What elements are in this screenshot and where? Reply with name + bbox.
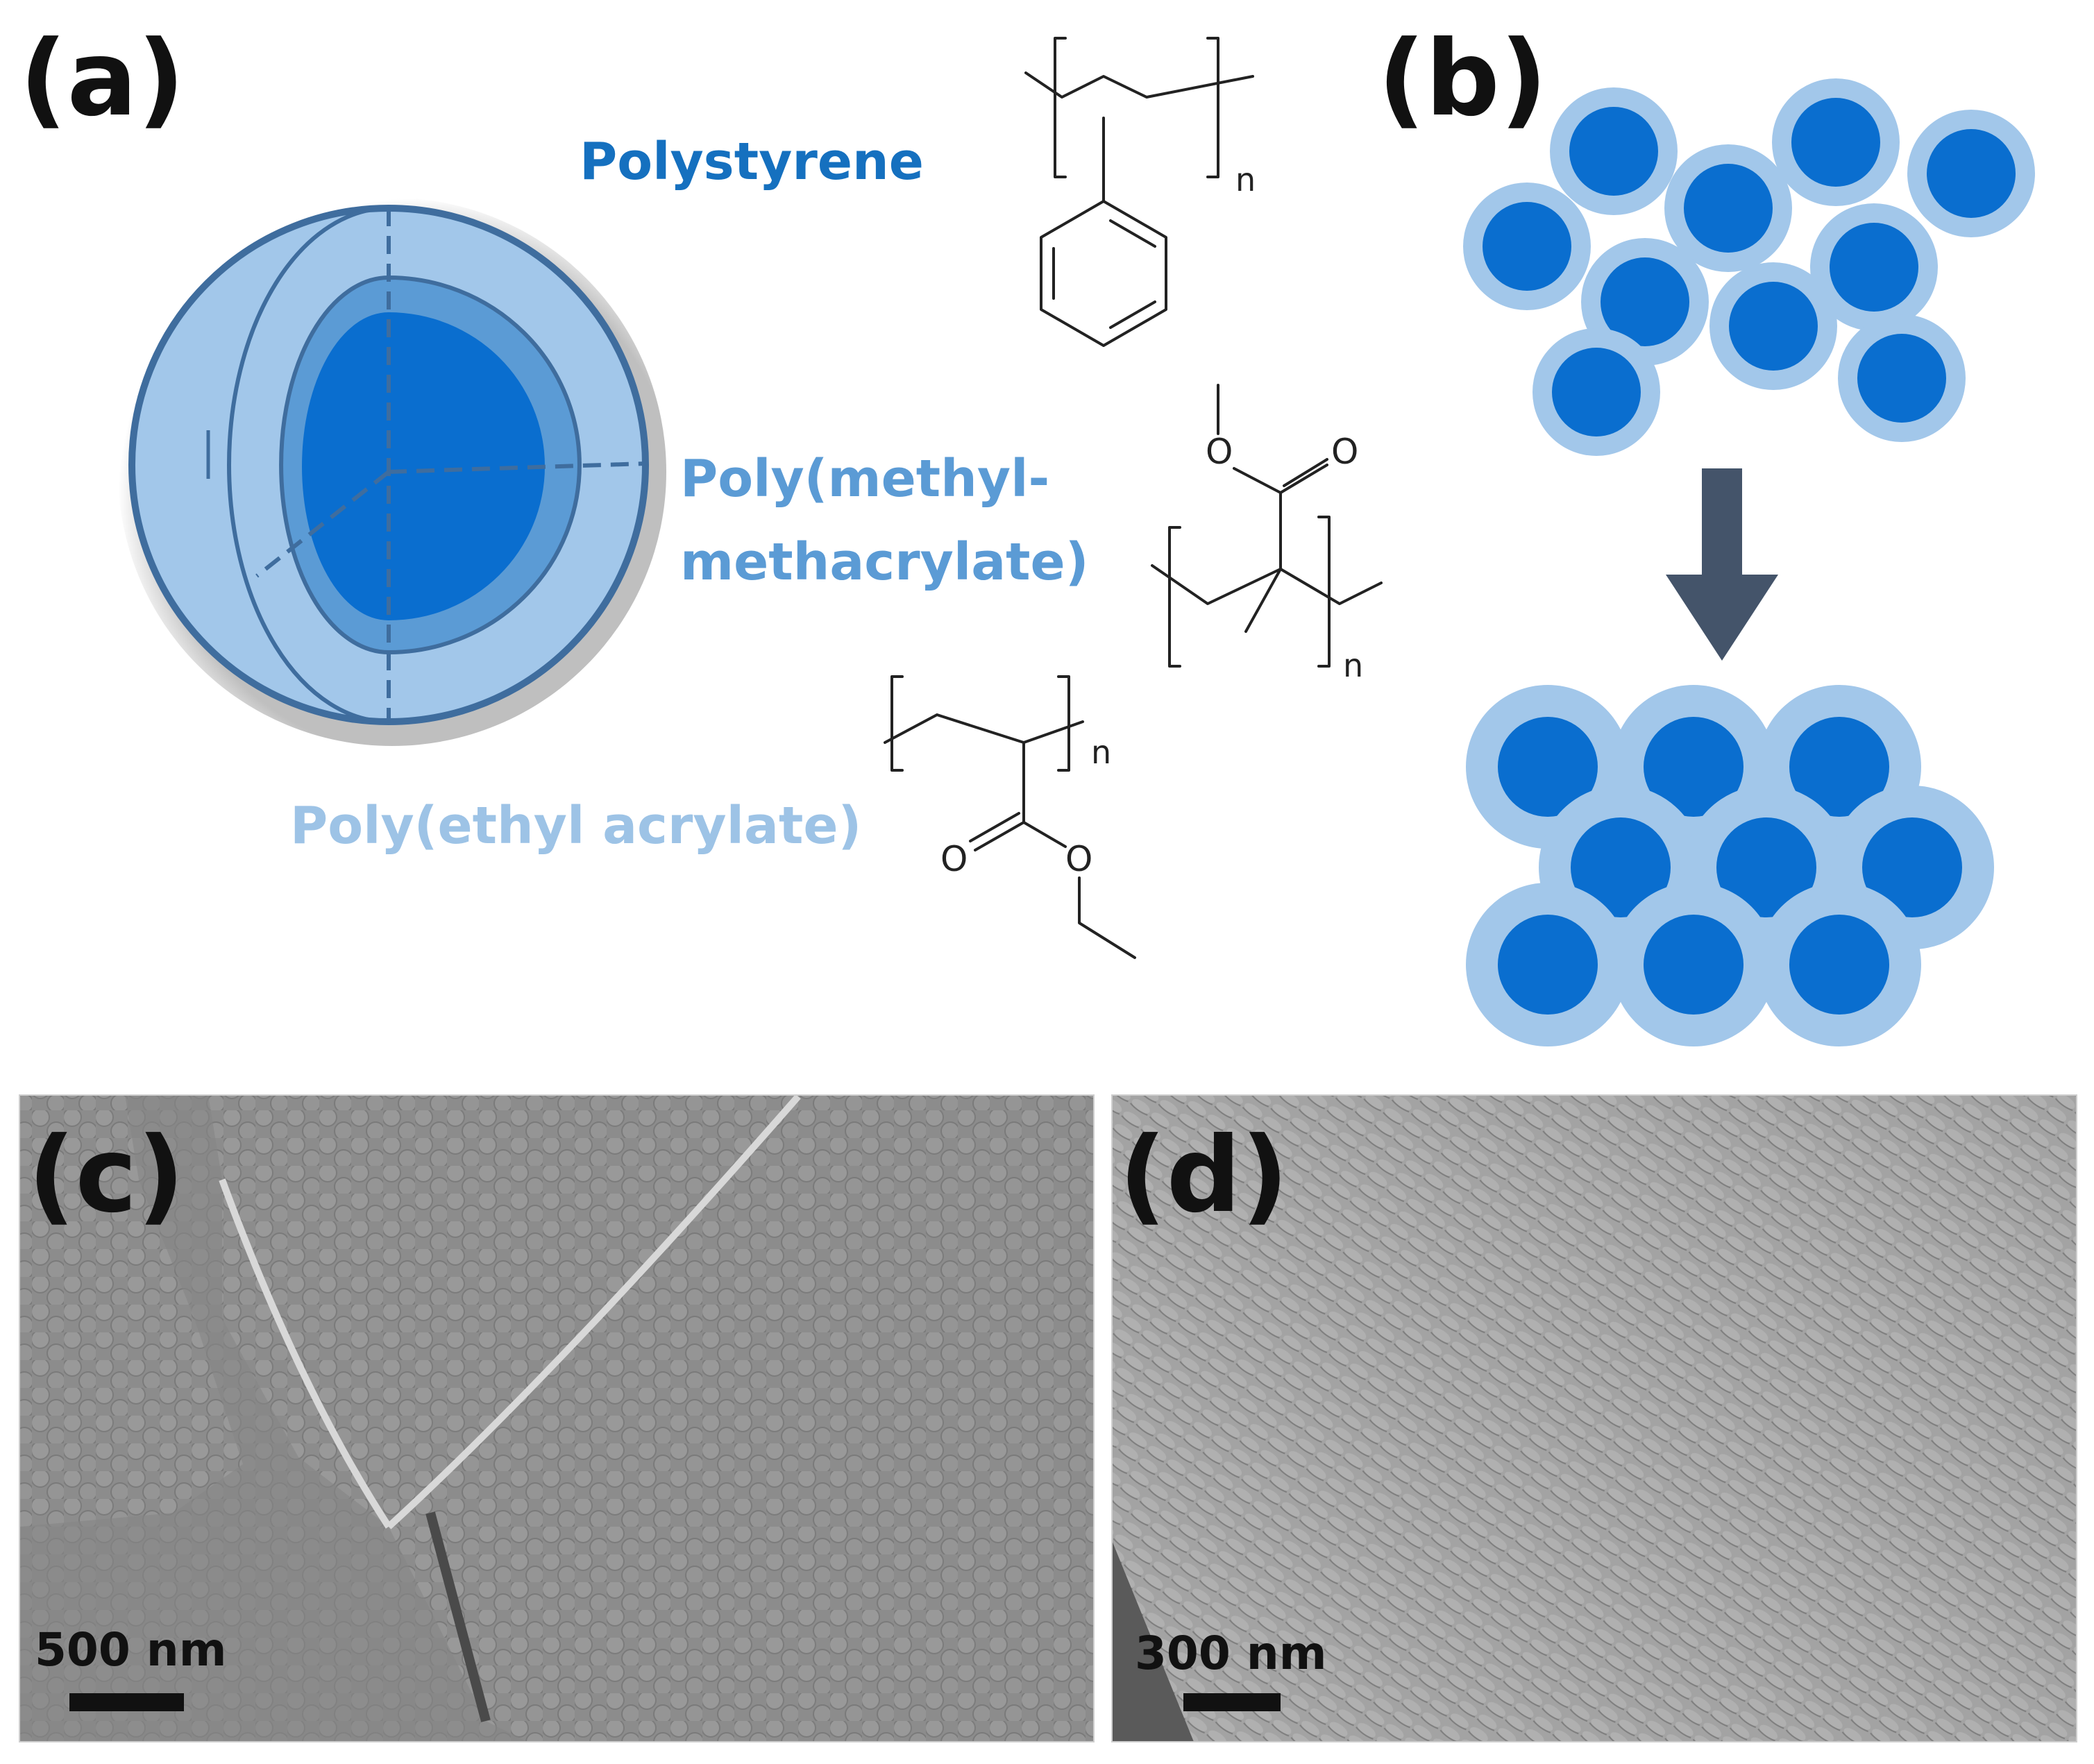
panel-c: (c) 500 nm bbox=[19, 1094, 1095, 1742]
sem-d-dark-corner bbox=[1112, 1541, 1194, 1742]
pea-right-bracket bbox=[1057, 675, 1070, 772]
particle-core bbox=[1601, 257, 1689, 346]
particle-core bbox=[1789, 717, 1889, 817]
arrow-shaft bbox=[1702, 468, 1742, 576]
sem-c-crack bbox=[425, 1511, 491, 1722]
sem-c-frame bbox=[19, 1094, 1095, 1742]
panel-b: (b) bbox=[1378, 19, 2035, 1046]
particle-core bbox=[1729, 282, 1818, 371]
loose-particle-2 bbox=[1772, 78, 1900, 206]
shell-section-edge bbox=[227, 206, 389, 724]
pmma-repeat-n: n bbox=[1343, 647, 1363, 684]
packed-particle-7 bbox=[1466, 883, 1630, 1046]
pmma-backbone bbox=[1151, 564, 1383, 605]
packed-particle-8 bbox=[1612, 883, 1775, 1046]
ps-backbone bbox=[1024, 71, 1254, 99]
film-formation-arrow bbox=[1666, 468, 1778, 661]
panel-d-label: (d) bbox=[1119, 1115, 1288, 1236]
panel-d: (d) 300 nm bbox=[1111, 1094, 2077, 1742]
pmma-right-bracket bbox=[1317, 516, 1331, 668]
loose-particle-5 bbox=[1664, 144, 1792, 272]
dashed-horizontal-axis bbox=[388, 461, 646, 474]
pmma-left-bracket bbox=[1168, 526, 1181, 668]
particle-core bbox=[1552, 348, 1641, 436]
scale-bar-d-label: 300 nm bbox=[1135, 1627, 1327, 1680]
pea-left-bracket bbox=[890, 675, 904, 772]
ps-right-bracket bbox=[1206, 37, 1219, 178]
loose-particle-1 bbox=[1550, 87, 1678, 215]
panel-b-label: (b) bbox=[1378, 19, 1547, 139]
loose-particle-3 bbox=[1907, 110, 2035, 237]
loose-particle-8 bbox=[1709, 262, 1837, 390]
particle-core bbox=[1716, 817, 1816, 917]
sem-c-lower-plate bbox=[19, 1095, 527, 1742]
loose-particle-4 bbox=[1463, 183, 1591, 310]
pmma-methyl-branch bbox=[1244, 568, 1282, 633]
pea-ester-bond bbox=[1022, 821, 1067, 848]
scale-bar-c-label: 500 nm bbox=[35, 1623, 227, 1677]
particle-core bbox=[1483, 202, 1571, 291]
packed-particle-film bbox=[1466, 685, 1994, 1046]
pmma-label-line1: Poly(methyl- bbox=[680, 449, 1049, 509]
sem-d-frame bbox=[1111, 1094, 2077, 1742]
ps-benzene-ring bbox=[1040, 200, 1167, 347]
pea-backbone bbox=[884, 713, 1084, 744]
loose-particle-6 bbox=[1810, 203, 1938, 331]
ps-left-bracket bbox=[1054, 37, 1067, 178]
particle-core bbox=[1857, 334, 1946, 423]
panel-c-label: (c) bbox=[28, 1115, 185, 1236]
ps-repeat-n: n bbox=[1235, 161, 1256, 198]
panel-a: (a) Polystyrene Poly(methyl- methacrylat… bbox=[19, 19, 1383, 959]
scale-bar-d bbox=[1183, 1693, 1281, 1711]
pmma-ester-oxygen: O bbox=[1206, 432, 1233, 472]
polystyrene-structure: n bbox=[1024, 37, 1256, 347]
ps-benzene-double-bonds bbox=[1052, 219, 1156, 329]
particle-core bbox=[1644, 717, 1743, 817]
core-shell-particle-illustration bbox=[118, 198, 666, 746]
dashed-depth-axis bbox=[255, 470, 390, 578]
pmma-label-line2: methacrylate) bbox=[680, 532, 1089, 592]
pmma-carbonyl-oxygen: O bbox=[1331, 432, 1358, 472]
arrow-head bbox=[1666, 575, 1778, 661]
particle-core bbox=[1791, 98, 1880, 187]
particle-core bbox=[1789, 915, 1889, 1015]
sem-c-fracture-edge-2 bbox=[386, 1094, 801, 1529]
pea-structure: n O O bbox=[884, 675, 1136, 959]
pea-ethyl-chain bbox=[1078, 876, 1136, 959]
loose-particle-cluster bbox=[1463, 78, 2035, 456]
scale-bar-c bbox=[69, 1693, 184, 1711]
particle-core bbox=[1498, 915, 1598, 1015]
pmma-structure: O O n bbox=[1151, 384, 1383, 684]
particle-core bbox=[1571, 817, 1671, 917]
particle-core bbox=[1498, 717, 1598, 817]
loose-particle-9 bbox=[1532, 328, 1660, 456]
pea-ester-oxygen: O bbox=[1065, 839, 1092, 879]
particle-core bbox=[1927, 129, 2016, 218]
pmma-carbonyl-double bbox=[1283, 458, 1328, 487]
sem-image-d bbox=[1112, 1095, 2077, 1742]
pea-carbonyl-double bbox=[969, 812, 1025, 851]
packed-particle-9 bbox=[1757, 883, 1921, 1046]
core-ps bbox=[302, 312, 545, 620]
particle-core bbox=[1830, 223, 1918, 312]
pea-label: Poly(ethyl acrylate) bbox=[290, 796, 861, 856]
particle-core bbox=[1569, 107, 1658, 196]
particle-core bbox=[1862, 817, 1962, 917]
panel-a-label: (a) bbox=[19, 19, 185, 139]
pea-repeat-n: n bbox=[1091, 733, 1111, 771]
polystyrene-label: Polystyrene bbox=[580, 132, 924, 192]
pea-carbonyl-oxygen: O bbox=[940, 839, 968, 879]
particle-core bbox=[1644, 915, 1743, 1015]
particle-core bbox=[1684, 164, 1773, 253]
sem-c-fracture-edge-1 bbox=[219, 1178, 392, 1529]
loose-particle-10 bbox=[1838, 314, 1966, 442]
